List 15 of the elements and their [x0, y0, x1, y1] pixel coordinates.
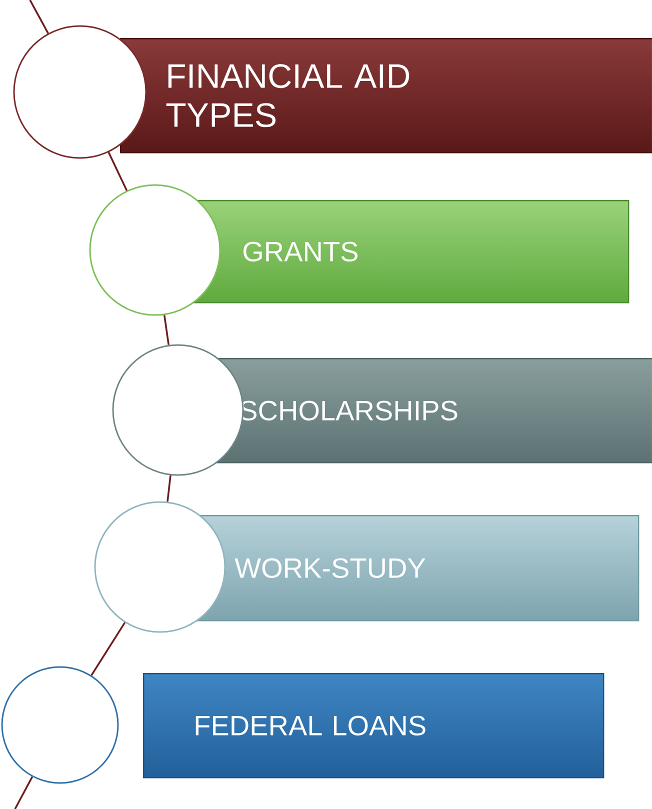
connector-line — [29, 0, 49, 34]
circle — [89, 184, 221, 316]
connector-line — [90, 622, 126, 676]
circle — [112, 344, 244, 476]
list-bar: WORK-STUDY — [190, 515, 640, 622]
connector-line — [108, 152, 128, 191]
list-bar: FINANCIAL AID TYPES — [120, 38, 652, 154]
connector-line — [163, 314, 170, 346]
connector-line — [166, 475, 172, 502]
circle — [1, 666, 119, 784]
connector-line — [14, 776, 34, 809]
circle — [13, 25, 147, 159]
circle — [94, 501, 226, 633]
list-bar: FEDERAL LOANS — [143, 673, 604, 778]
list-bar: GRANTS — [185, 200, 630, 304]
